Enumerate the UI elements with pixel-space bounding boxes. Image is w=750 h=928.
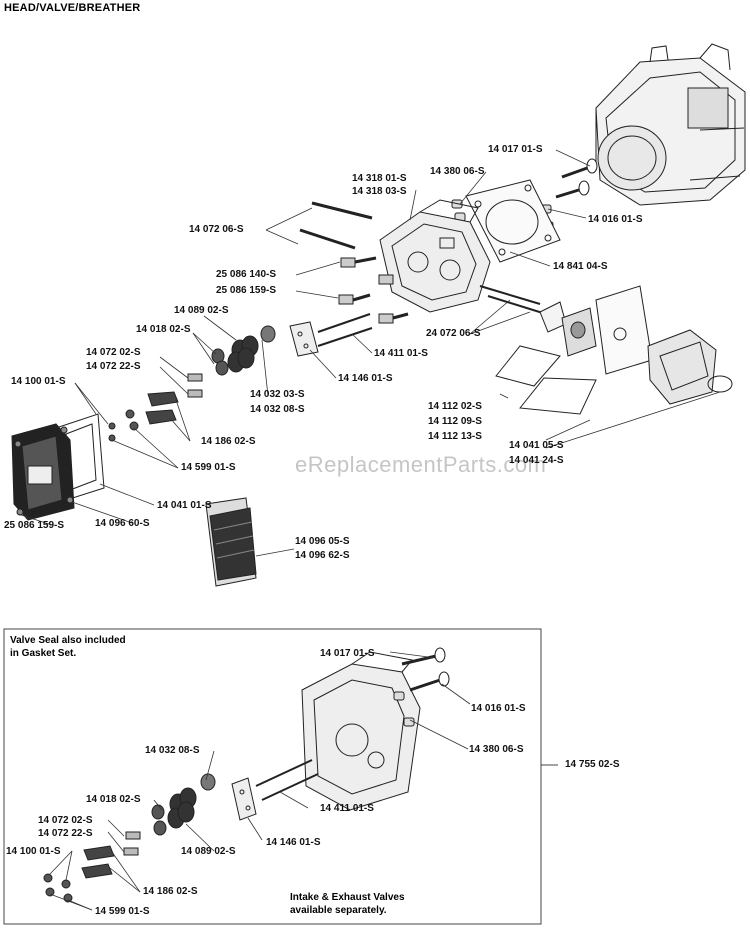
kit-label-14599-01: 14 599 01-S <box>95 906 150 917</box>
kit-note-line2: in Gasket Set. <box>10 648 77 659</box>
part-label-25086-159: 25 086 159-S <box>216 285 277 296</box>
part-label-14041-01: 14 041 01-S <box>157 500 212 511</box>
part-label-14100-01: 14 100 01-S <box>11 376 66 387</box>
part-label-24072-06: 24 072 06-S <box>426 328 481 339</box>
part-label-14146-01: 14 146 01-S <box>338 373 393 384</box>
kit-label-14072-22: 14 072 22-S <box>38 828 93 839</box>
kit-bottom-note-line2: available separately. <box>290 905 387 916</box>
kit-label-14072-02: 14 072 02-S <box>38 815 93 826</box>
rocker-arms-drawing <box>108 373 203 442</box>
part-label-14041-24: 14 041 24-S <box>509 455 564 466</box>
part-label-14186-02: 14 186 02-S <box>201 436 256 447</box>
page-title: HEAD/VALVE/BREATHER <box>4 2 141 14</box>
part-label-14112-09: 14 112 09-S <box>428 416 482 427</box>
valve-springs-drawing <box>211 325 276 376</box>
part-label-14017-01: 14 017 01-S <box>488 144 543 155</box>
part-label-14096-05: 14 096 05-S <box>295 536 350 547</box>
cylinder-head-drawing <box>379 199 491 313</box>
breather-parts-drawing <box>539 285 733 405</box>
kit-label-14016-01: 14 016 01-S <box>471 703 526 714</box>
part-label-14072-22: 14 072 22-S <box>86 361 141 372</box>
kit-label-14186-02: 14 186 02-S <box>143 886 198 897</box>
part-label-14072-06: 14 072 06-S <box>189 224 244 235</box>
part-label-14318-03: 14 318 03-S <box>352 186 407 197</box>
kit-part-label-14755-02: 14 755 02-S <box>565 759 620 770</box>
kit-label-14146-01: 14 146 01-S <box>266 837 321 848</box>
valve-cover-drawing <box>11 423 75 521</box>
leader-lines-kit <box>49 651 471 911</box>
kit-label-14411-01: 14 411 01-S <box>320 803 374 814</box>
kit-note-line1: Valve Seal also included <box>10 635 126 646</box>
part-label-14112-13: 14 112 13-S <box>428 431 482 442</box>
part-label-14018-02: 14 018 02-S <box>136 324 191 335</box>
leader-lines-top <box>17 149 721 557</box>
kit-bottom-note-line1: Intake & Exhaust Valves <box>290 892 405 903</box>
engine-block-drawing <box>595 43 746 206</box>
gasket-kit-box <box>3 628 542 925</box>
part-label-14072-02: 14 072 02-S <box>86 347 141 358</box>
kit-label-14032-08: 14 032 08-S <box>145 745 200 756</box>
part-label-25086-159-cover: 25 086 159-S <box>4 520 65 531</box>
kit-label-14089-02: 14 089 02-S <box>181 846 236 857</box>
kit-label-14100-01: 14 100 01-S <box>6 846 61 857</box>
part-label-14380-06: 14 380 06-S <box>430 166 485 177</box>
part-label-14089-02: 14 089 02-S <box>174 305 229 316</box>
part-label-14096-62: 14 096 62-S <box>295 550 350 561</box>
part-label-14599-01: 14 599 01-S <box>181 462 236 473</box>
part-label-25086-140: 25 086 140-S <box>216 269 277 280</box>
head-bolts-drawing <box>299 201 409 324</box>
part-label-14032-08: 14 032 08-S <box>250 404 305 415</box>
kit-label-14017-01: 14 017 01-S <box>320 648 375 659</box>
kit-label-14380-06: 14 380 06-S <box>469 744 524 755</box>
part-label-14096-60: 14 096 60-S <box>95 518 150 529</box>
kit-cylinder-head-drawing <box>301 651 421 811</box>
part-label-14016-01: 14 016 01-S <box>588 214 643 225</box>
watermark: eReplacementParts.com <box>295 452 547 477</box>
part-label-14841-04: 14 841 04-S <box>553 261 608 272</box>
part-label-14032-03: 14 032 03-S <box>250 389 305 400</box>
part-label-14112-02: 14 112 02-S <box>428 401 482 412</box>
head-gasket-drawing <box>465 179 561 263</box>
breather-cover-drawing <box>205 497 257 587</box>
part-label-14411-01: 14 411 01-S <box>374 348 428 359</box>
part-label-14041-05: 14 041 05-S <box>509 440 564 451</box>
part-label-14318-01: 14 318 01-S <box>352 173 407 184</box>
kit-label-14018-02: 14 018 02-S <box>86 794 141 805</box>
